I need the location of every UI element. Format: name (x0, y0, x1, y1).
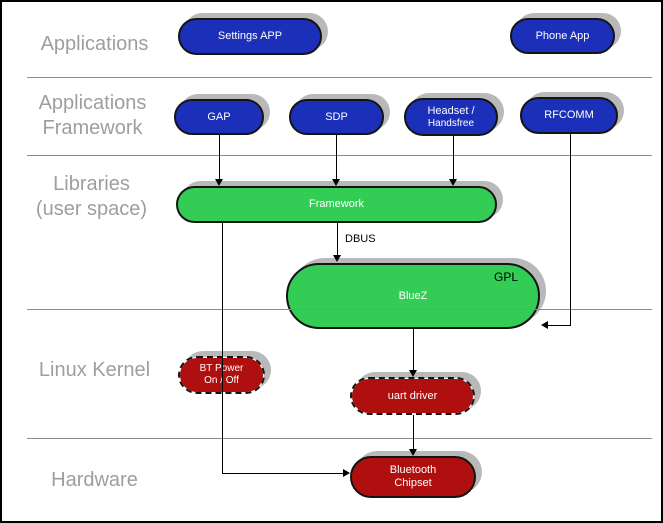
node-framework: Framework (176, 186, 497, 223)
node-settings-app: Settings APP (178, 18, 322, 55)
edge-bluez-uart (413, 329, 414, 371)
layer-label-applications-framework: Applications Framework (20, 91, 165, 141)
separator-app-framework (27, 155, 652, 156)
arrowhead-right-icon (343, 469, 350, 477)
node-phone-app: Phone App (510, 18, 615, 54)
arrowhead-down-icon (409, 370, 417, 377)
arrowhead-down-icon (449, 179, 457, 186)
layer-label-line: (user space) (35, 198, 148, 220)
node-label: Framework (308, 198, 364, 210)
arrowhead-down-icon (409, 449, 417, 456)
layer-label-applications: Applications (40, 33, 149, 55)
edge-gap-framework (219, 135, 220, 180)
node-bluetooth-chipset: Bluetooth Chipset (350, 456, 476, 498)
edge-uart-chipset (413, 415, 414, 450)
separator-kernel-hardware (27, 438, 652, 439)
separator-userspace-kernel (27, 309, 652, 310)
node-label: Headset / (427, 104, 475, 117)
node-label: RFCOMM (544, 109, 594, 121)
node-label: Phone App (535, 29, 590, 42)
dbus-label: DBUS (345, 233, 376, 245)
edge-dbus (337, 223, 338, 257)
arrowhead-left-icon (541, 321, 548, 329)
separator-applications (27, 77, 652, 78)
node-headset-handsfree: Headset / Handsfree (404, 98, 498, 136)
node-label: BT Power (199, 363, 244, 374)
edge-headset-framework (453, 136, 454, 180)
arrowhead-down-icon (215, 179, 223, 186)
layer-label-line: Framework (42, 117, 143, 139)
node-label: BlueZ (398, 289, 428, 302)
node-label: Bluetooth (389, 464, 437, 476)
layer-label-hardware: Hardware (51, 469, 138, 491)
arrowhead-down-icon (332, 179, 340, 186)
node-label: uart driver (387, 389, 438, 402)
node-bluez: BlueZ GPL (286, 263, 540, 329)
node-bt-power: BT Power On / Off (178, 356, 265, 394)
arrowhead-down-icon (333, 255, 341, 262)
node-gap: GAP (174, 99, 264, 135)
node-sdp: SDP (289, 99, 384, 135)
layer-label-line: Libraries (53, 173, 130, 195)
node-uart-driver: uart driver (350, 377, 475, 415)
edge-sdp-framework (336, 135, 337, 180)
node-label: On / Off (204, 375, 239, 386)
edge-framework-chipset-vertical (222, 223, 223, 473)
node-label: Handsfree (427, 117, 475, 129)
node-label: SDP (325, 110, 348, 123)
node-rfcomm: RFCOMM (520, 97, 618, 134)
node-label: Settings APP (217, 30, 283, 42)
node-label: GAP (207, 110, 231, 123)
edge-rfcomm-bluez-horizontal (547, 325, 571, 326)
gpl-badge: GPL (493, 270, 518, 284)
layer-label-line: Applications (38, 92, 147, 114)
edge-rfcomm-bluez-vertical (570, 134, 571, 325)
layer-label-linux-kernel: Linux Kernel (38, 359, 151, 381)
layer-label-libraries: Libraries (user space) (14, 172, 169, 222)
node-label: Chipset (394, 477, 432, 489)
edge-framework-chipset-horizontal (222, 473, 344, 474)
